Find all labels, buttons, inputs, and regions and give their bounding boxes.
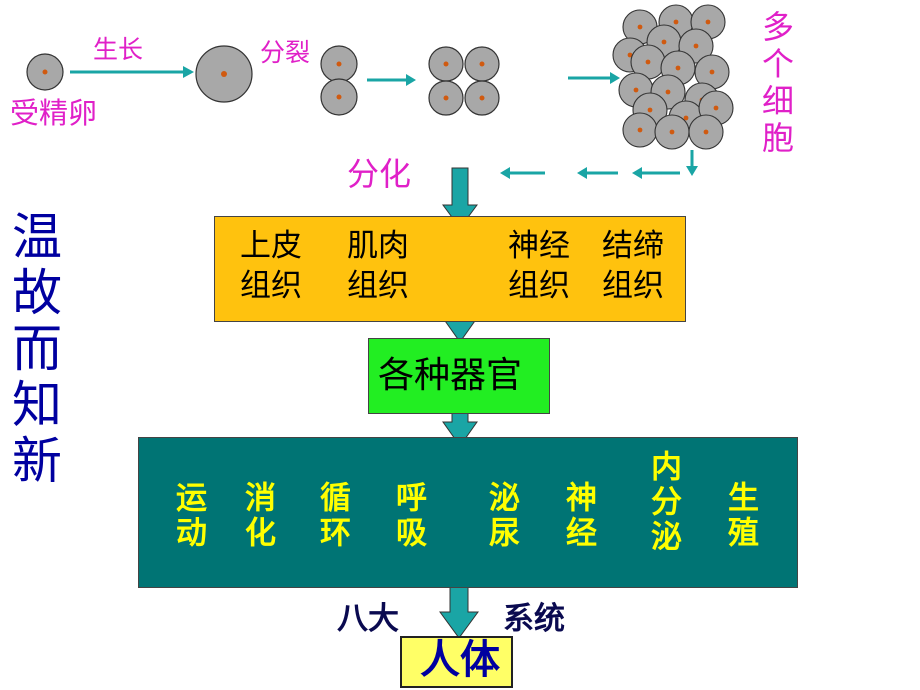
organ-label: 各种器官 — [378, 355, 523, 396]
growth-arrow — [70, 66, 194, 78]
system-nervous: 神经 — [560, 481, 596, 551]
system-digestive: 消化 — [239, 481, 275, 551]
cluster-cell-nucleus — [645, 59, 651, 65]
tissue-name: 肌肉 — [347, 228, 409, 264]
tissue-name: 结缔 — [602, 228, 664, 264]
differentiation-return-arrows — [500, 167, 680, 179]
system-box — [138, 437, 798, 588]
cluster-cell-nucleus — [693, 43, 699, 49]
cluster-cell-nucleus — [627, 52, 633, 58]
tissue-name: 上皮 — [240, 228, 302, 264]
organ-box — [368, 338, 550, 414]
tissue-epithelial: 上皮 组织 — [240, 226, 302, 306]
differentiation-label: 分化 — [347, 155, 412, 193]
human-body-label: 人体 — [420, 637, 500, 683]
division-arrow-1 — [367, 74, 416, 86]
fertilized-egg-cell — [26, 53, 64, 91]
many-cell-cluster — [612, 4, 734, 150]
tissue-nerve: 神经 组织 — [508, 226, 570, 306]
grown-cell — [195, 45, 253, 103]
system-motor: 运动 — [170, 481, 206, 551]
cluster-cell-nucleus — [637, 127, 643, 133]
tissue-name: 神经 — [508, 228, 570, 264]
four-cell-stage — [428, 46, 500, 116]
tissue-suffix: 组织 — [602, 268, 664, 304]
cluster-cell-nucleus — [665, 89, 671, 95]
system-endocrine: 内分泌 — [645, 450, 681, 555]
cluster-cell-nucleus — [683, 115, 689, 121]
system-respiratory: 呼吸 — [390, 481, 426, 551]
tissue-connective: 结缔 组织 — [602, 226, 664, 306]
cluster-cell-nucleus — [637, 24, 643, 30]
eight-major-label: 八大 — [337, 601, 399, 637]
cluster-cell-nucleus — [633, 87, 639, 93]
division-arrow-2 — [568, 72, 620, 84]
cluster-cell-nucleus — [675, 65, 681, 71]
system-reproductive: 生殖 — [722, 481, 758, 551]
tissue-suffix: 组织 — [347, 268, 409, 304]
cluster-down-arrow — [686, 150, 698, 176]
tissue-suffix: 组织 — [240, 268, 302, 304]
tissue-muscle: 肌肉 组织 — [347, 226, 409, 306]
cluster-cell-nucleus — [713, 105, 719, 111]
many-cells-label: 多个细胞 — [757, 10, 795, 158]
division-label: 分裂 — [260, 38, 311, 67]
tissue-box — [214, 216, 686, 322]
growth-label: 生长 — [93, 35, 144, 64]
system-word-label: 系统 — [503, 601, 565, 637]
cluster-cell-nucleus — [669, 129, 675, 135]
cluster-cell-nucleus — [673, 19, 679, 25]
system-urinary: 泌尿 — [483, 481, 519, 551]
cluster-cell-nucleus — [709, 69, 715, 75]
fertilized-egg-label: 受精卵 — [10, 96, 98, 130]
tissue-suffix: 组织 — [508, 268, 570, 304]
cluster-cell-nucleus — [703, 129, 709, 135]
cluster-cell-nucleus — [705, 19, 711, 25]
cluster-cell-nucleus — [647, 107, 653, 113]
system-circulatory: 循环 — [314, 481, 350, 551]
two-cell-stage — [320, 45, 358, 116]
review-title: 温故而知新 — [4, 210, 62, 490]
cluster-cell-nucleus — [661, 39, 667, 45]
human-body-box — [400, 636, 513, 688]
